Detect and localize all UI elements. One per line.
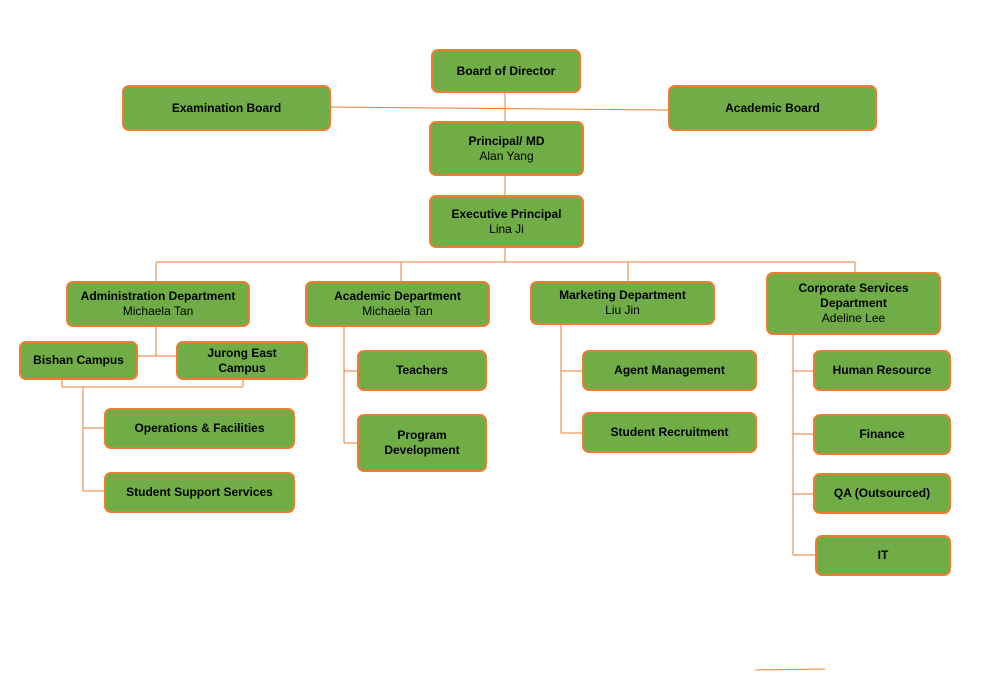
node-title: Agent Management <box>614 363 725 377</box>
finance-box: Finance <box>813 414 951 455</box>
stray-line <box>754 668 826 671</box>
node-person: Michaela Tan <box>122 304 194 318</box>
node-title: Student Support Services <box>126 485 273 499</box>
node-title: Administration Department <box>80 289 236 303</box>
node-title: Jurong East Campus <box>207 345 277 375</box>
corporate-services-department-box: Corporate Services Department Adeline Le… <box>766 272 941 335</box>
node-title: Student Recruitment <box>610 425 729 439</box>
node-title: Operations & Facilities <box>134 421 265 435</box>
academic-department-box: Academic Department Michaela Tan <box>305 281 490 327</box>
node-title: QA (Outsourced) <box>833 486 931 500</box>
node-person: Adeline Lee <box>821 311 886 325</box>
node-title: Human Resource <box>832 363 932 377</box>
qa-outsourced-box: QA (Outsourced) <box>813 473 951 514</box>
node-person: Lina Ji <box>489 221 524 236</box>
node-title: Marketing Department <box>559 288 686 302</box>
operations-facilities-box: Operations & Facilities <box>104 408 295 449</box>
human-resource-box: Human Resource <box>813 350 951 391</box>
node-title: Board of Director <box>456 63 556 78</box>
node-person: Liu Jin <box>605 303 640 317</box>
student-support-services-box: Student Support Services <box>104 472 295 513</box>
academic-board-box: Academic Board <box>668 85 877 131</box>
connector <box>329 106 671 111</box>
node-person: Alan Yang <box>479 148 534 163</box>
examination-board-box: Examination Board <box>122 85 331 131</box>
node-title: Examination Board <box>171 100 282 115</box>
node-title: Executive Principal <box>451 206 562 221</box>
teachers-box: Teachers <box>357 350 487 391</box>
bishan-campus-box: Bishan Campus <box>19 341 138 380</box>
executive-principal-box: Executive Principal Lina Ji <box>429 195 584 248</box>
node-title: Program Development <box>384 428 460 457</box>
node-title: Corporate Services Department <box>798 281 909 310</box>
node-title: Teachers <box>396 363 448 377</box>
jurong-east-campus-box: Jurong East Campus <box>176 341 308 380</box>
node-title: Academic Department <box>334 289 461 303</box>
node-title: Academic Board <box>725 100 820 115</box>
marketing-department-box: Marketing Department Liu Jin <box>530 281 715 325</box>
administration-department-box: Administration Department Michaela Tan <box>66 281 250 327</box>
it-box: IT <box>815 535 951 576</box>
node-person: Michaela Tan <box>362 304 433 318</box>
node-title: Finance <box>859 427 905 441</box>
node-title: IT <box>877 548 889 562</box>
node-title: Bishan Campus <box>33 353 124 367</box>
principal-box: Principal/ MD Alan Yang <box>429 121 584 176</box>
node-title: Principal/ MD <box>468 133 545 148</box>
program-development-box: Program Development <box>357 414 487 472</box>
board-of-director-box: Board of Director <box>431 49 581 93</box>
agent-management-box: Agent Management <box>582 350 757 391</box>
student-recruitment-box: Student Recruitment <box>582 412 757 453</box>
